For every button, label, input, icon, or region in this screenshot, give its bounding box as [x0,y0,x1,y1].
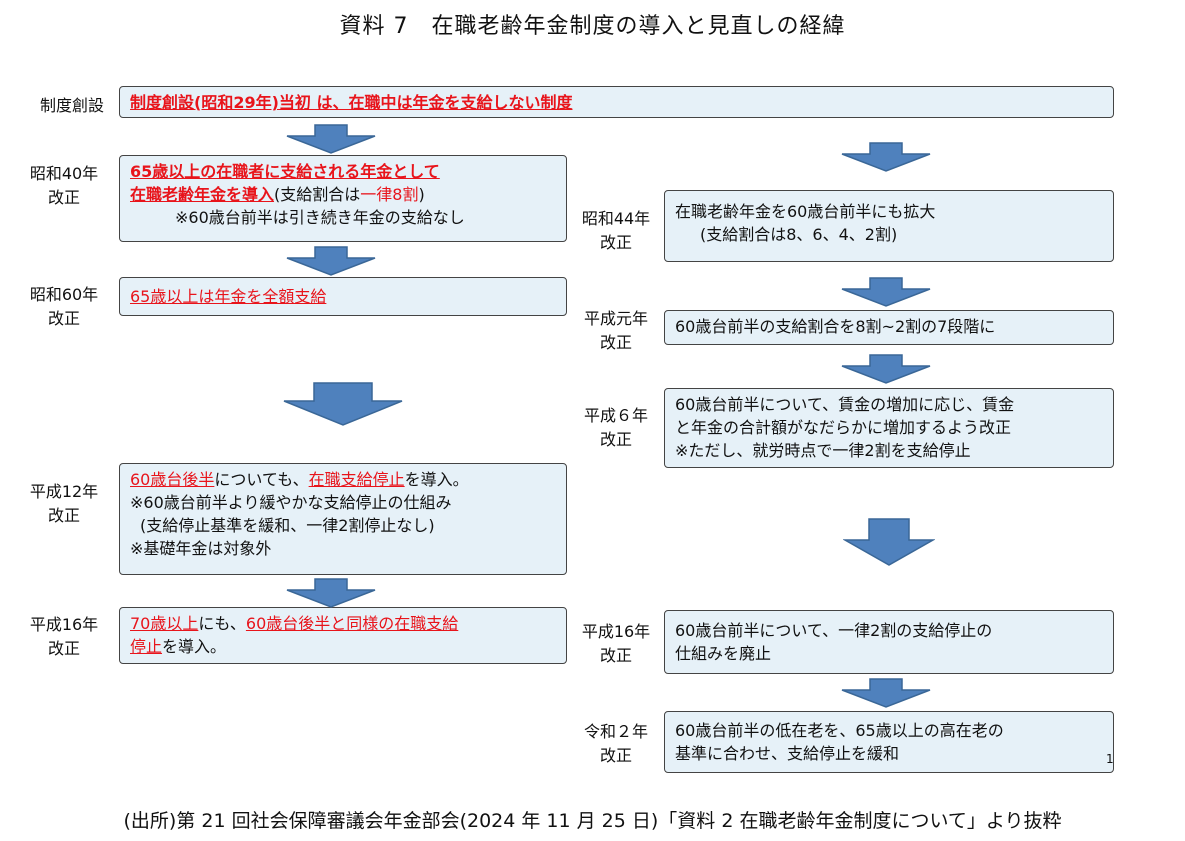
down-arrow-icon [841,678,931,708]
down-arrow-icon [286,578,376,608]
s40-line1: 65歳以上の在職者に支給される年金として [130,162,440,181]
label-h16-right: 平成16年改正 [566,620,666,668]
label-r2-kaisei: 改正 [599,746,632,765]
label-h12-year: 平成12年 [29,482,99,501]
label-s40-kaisei: 改正 [47,188,80,207]
down-arrow-icon [283,382,403,426]
label-h16-left-year: 平成16年 [29,615,99,634]
label-s40: 昭和40年改正 [14,162,114,210]
label-h6: 平成６年改正 [566,404,666,452]
h16l-line1-a: にも、 [198,614,246,633]
label-seido-sosetsu: 制度創設 [39,96,104,115]
label-s60-year: 昭和60年 [29,285,99,304]
s40-line2-red: 在職老齢年金を導入 [130,185,275,204]
h16r-line2: 仕組みを廃止 [675,644,772,663]
box-h16-left: 70歳以上にも、60歳台後半と同様の在職支給 停止を導入。 [119,607,567,664]
label-s60-kaisei: 改正 [47,309,80,328]
s40-line2-b: ) [418,185,425,204]
box-r2: 60歳台前半の低在老を、65歳以上の高在老の 基準に合わせ、支給停止を緩和 [664,711,1114,773]
h6-line1: 60歳台前半について、賃金の増加に応じ、賃金 [675,395,1015,414]
s44-line2: (支給割合は8、6、4、2割) [700,225,898,244]
page-title: 資料 7 在職老齢年金制度の導入と見直しの経緯 [339,14,846,39]
seido-sosetsu-text: 制度創設(昭和29年)当初 は、在職中は年金を支給しない制度 [130,93,573,112]
box-h1: 60歳台前半の支給割合を8割~2割の7段階に [664,310,1114,345]
box-s44: 在職老齢年金を60歳台前半にも拡大 (支給割合は8、6、4、2割) [664,190,1114,262]
h12-line4: ※基礎年金は対象外 [130,539,272,558]
s40-line2-a: (支給割合は [274,185,361,204]
label-s40-year: 昭和40年 [29,164,99,183]
box-seido-sosetsu: 制度創設(昭和29年)当初 は、在職中は年金を支給しない制度 [119,86,1114,118]
down-arrow-icon [286,246,376,276]
box-h12: 60歳台後半についても、在職支給停止を導入。 ※60歳台前半より緩やかな支給停止… [119,463,567,575]
down-arrow-icon [843,518,935,566]
h16l-line2-red: 停止 [130,637,163,656]
label-h1: 平成元年改正 [566,307,666,355]
s40-line2-red2: 一律8割 [360,185,419,204]
label-h16-left: 平成16年改正 [14,613,114,661]
r2-line2: 基準に合わせ、支給停止を緩和 [675,744,900,763]
h6-line3: ※ただし、就労時点で一律2割を支給停止 [675,441,971,460]
label-s44-kaisei: 改正 [599,233,632,252]
down-arrow-icon [841,277,931,307]
h12-line3: (支給停止基準を緩和、一律2割停止なし) [140,516,435,535]
down-arrow-icon [841,142,931,172]
page-number: 1 [1106,752,1114,766]
h12-line1-b: を導入。 [404,470,469,489]
h16l-line2-a: を導入。 [162,637,227,656]
label-h16-left-kaisei: 改正 [47,639,80,658]
h12-line1-a: についても、 [214,470,309,489]
label-h6-kaisei: 改正 [599,430,632,449]
label-r2-year: 令和２年 [583,722,648,741]
label-h16-right-year: 平成16年 [581,622,651,641]
label-h12-kaisei: 改正 [47,506,80,525]
down-arrow-icon [841,354,931,384]
h6-line2: と年金の合計額がなだらかに増加するよう改正 [675,418,1012,437]
box-h16-right: 60歳台前半について、一律2割の支給停止の 仕組みを廃止 [664,610,1114,674]
h16r-line1: 60歳台前半について、一律2割の支給停止の [675,621,993,640]
s60-line1: 65歳以上は年金を全額支給 [130,287,327,306]
box-s60: 65歳以上は年金を全額支給 [119,277,567,316]
h1-line1: 60歳台前半の支給割合を8割~2割の7段階に [675,317,996,336]
h12-line1-red2: 在職支給停止 [308,470,405,489]
label-h16-right-kaisei: 改正 [599,646,632,665]
label-h1-kaisei: 改正 [599,333,632,352]
box-h6: 60歳台前半について、賃金の増加に応じ、賃金 と年金の合計額がなだらかに増加する… [664,388,1114,468]
h12-line1-red: 60歳台後半 [130,470,215,489]
s40-line3: ※60歳台前半は引き続き年金の支給なし [175,208,465,227]
label-s44-year: 昭和44年 [581,209,651,228]
down-arrow-icon [286,124,376,154]
label-h12: 平成12年改正 [14,480,114,528]
label-s44: 昭和44年改正 [566,207,666,255]
label-r2: 令和２年改正 [566,720,666,768]
h16l-line1-red: 70歳以上 [130,614,199,633]
box-s40: 65歳以上の在職者に支給される年金として 在職老齢年金を導入(支給割合は一律8割… [119,155,567,242]
h16l-line1-red2: 60歳台後半と同様の在職支給 [245,614,459,633]
s44-line1: 在職老齢年金を60歳台前半にも拡大 [675,202,936,221]
source-note: (出所)第 21 回社会保障審議会年金部会(2024 年 11 月 25 日)「… [123,810,1062,832]
r2-line1: 60歳台前半の低在老を、65歳以上の高在老の [675,721,1004,740]
label-h1-year: 平成元年 [583,309,648,328]
label-s60: 昭和60年改正 [14,283,114,331]
h12-line2: ※60歳台前半より緩やかな支給停止の仕組み [130,493,452,512]
label-h6-year: 平成６年 [583,406,648,425]
